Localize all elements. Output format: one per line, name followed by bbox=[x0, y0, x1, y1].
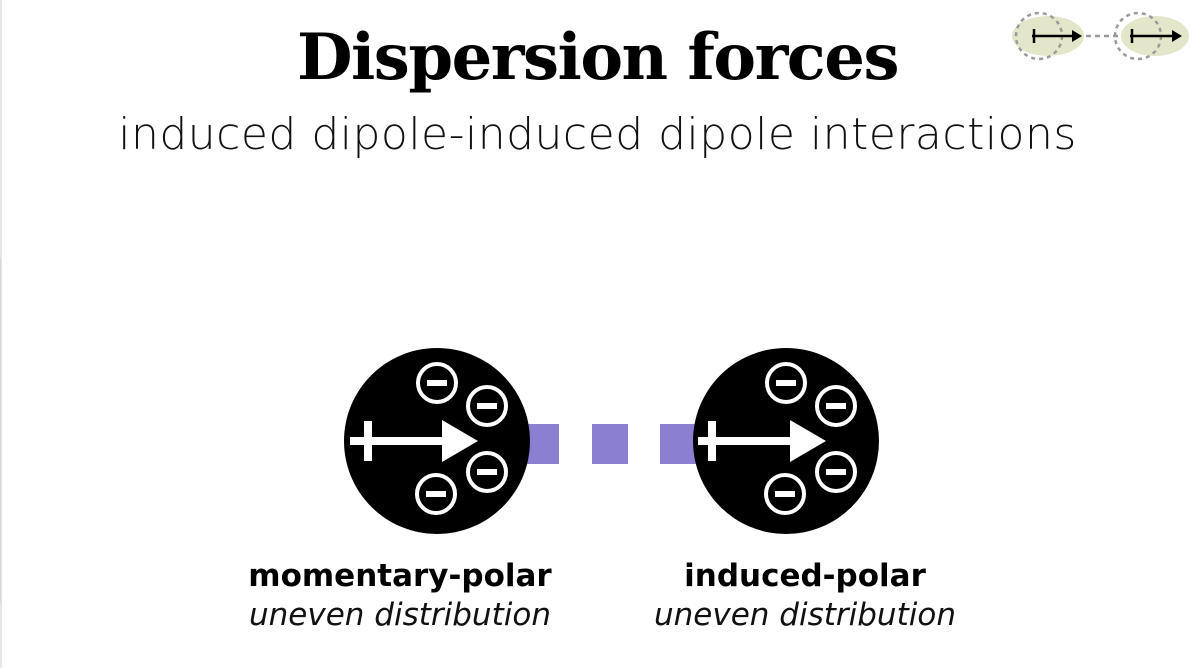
molecule-right bbox=[693, 348, 879, 534]
molecule-left bbox=[344, 348, 530, 534]
interaction-dash bbox=[660, 424, 696, 464]
interaction-dash bbox=[592, 424, 628, 464]
interaction-dashes bbox=[523, 424, 696, 464]
left-molecule-description: uneven distribution bbox=[200, 595, 600, 635]
right-molecule-label: induced-polar bbox=[605, 556, 1005, 596]
right-molecule-description: uneven distribution bbox=[605, 595, 1005, 635]
left-molecule-label: momentary-polar bbox=[200, 556, 600, 596]
